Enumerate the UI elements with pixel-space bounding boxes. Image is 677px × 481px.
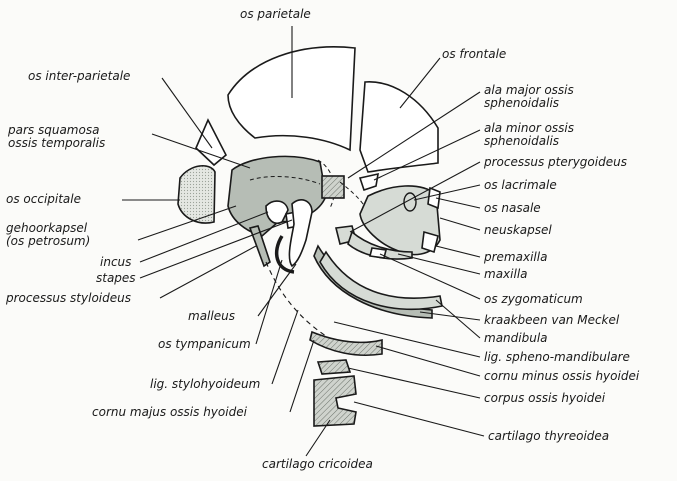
label-premaxilla: premaxilla	[484, 251, 547, 264]
label-pars-squamosa-2: ossis temporalis	[8, 137, 105, 150]
label-kraakbeen-van-meckel: kraakbeen van Meckel	[484, 314, 619, 327]
label-os-occipitale: os occipitale	[6, 193, 81, 206]
lig-stylohyoideum-dash	[266, 262, 332, 340]
label-cartilago-cricoidea: cartilago cricoidea	[262, 458, 373, 471]
label-cartilago-thyreoidea: cartilago thyreoidea	[488, 430, 609, 443]
label-corpus-ossis-hyoidei: corpus ossis hyoidei	[484, 392, 605, 405]
label-lig-spheno-mandibulare: lig. spheno-mandibulare	[484, 351, 630, 364]
label-stapes: stapes	[96, 272, 136, 285]
label-ala-minor-2: sphenoidalis	[484, 135, 559, 148]
ala-major-shape	[322, 176, 344, 198]
os-zygomaticum-shape	[370, 248, 386, 258]
label-cornu-majus: cornu majus ossis hyoidei	[92, 406, 247, 419]
label-gehoorkapsel-2: (os petrosum)	[6, 235, 90, 248]
label-os-lacrimale: os lacrimale	[484, 179, 557, 192]
label-maxilla: maxilla	[484, 268, 528, 281]
label-os-zygomaticum: os zygomaticum	[484, 293, 583, 306]
cornu-minus-shape	[310, 332, 382, 355]
label-processus-styloideus: processus styloideus	[6, 292, 131, 305]
label-incus: incus	[100, 256, 131, 269]
label-processus-pterygoideus: processus pterygoideus	[484, 156, 627, 169]
label-malleus: malleus	[188, 310, 235, 323]
premaxilla-shape	[422, 232, 438, 252]
malleus-shape	[289, 200, 312, 266]
label-os-parietale: os parietale	[240, 8, 311, 21]
cartilago-thyreoidea-shape	[314, 376, 356, 426]
label-os-frontale: os frontale	[442, 48, 506, 61]
os-occipitale-shape	[178, 166, 215, 223]
label-ala-major-2: sphenoidalis	[484, 97, 559, 110]
label-os-tympanicum: os tympanicum	[158, 338, 251, 351]
label-os-inter-parietale: os inter-parietale	[28, 70, 130, 83]
label-lig-stylohyoideum: lig. stylohyoideum	[150, 378, 260, 391]
label-os-nasale: os nasale	[484, 202, 541, 215]
corpus-hyoidei-shape	[318, 360, 350, 374]
label-cornu-minus: cornu minus ossis hyoidei	[484, 370, 639, 383]
ala-minor-shape	[360, 174, 378, 190]
label-mandibula: mandibula	[484, 332, 548, 345]
label-neuskapsel: neuskapsel	[484, 224, 552, 237]
